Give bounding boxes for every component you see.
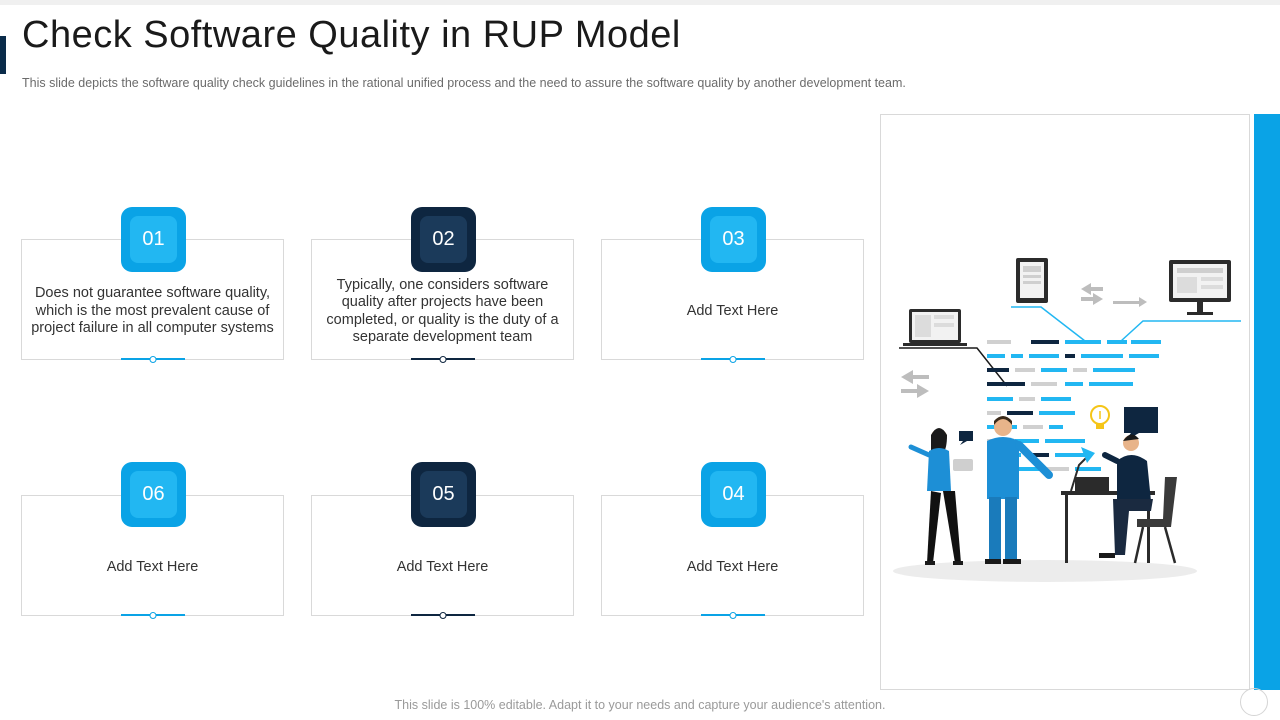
step-number-badge: 01 bbox=[121, 207, 186, 272]
tablet-icon bbox=[1016, 258, 1048, 303]
standing-woman bbox=[908, 428, 973, 565]
step-text: Does not guarantee software quality, whi… bbox=[31, 285, 274, 337]
team-illustration bbox=[893, 258, 1241, 582]
step-number: 03 bbox=[722, 228, 745, 250]
card-underline-dot bbox=[729, 356, 736, 363]
slide-subtitle: This slide depicts the software quality … bbox=[22, 76, 906, 90]
step-number-badge: 06 bbox=[121, 462, 186, 527]
seated-person bbox=[1099, 434, 1153, 558]
step-number: 04 bbox=[722, 483, 745, 505]
monitor-icon bbox=[1169, 260, 1231, 315]
slide-footer-note: This slide is 100% editable. Adapt it to… bbox=[394, 698, 886, 712]
standing-person bbox=[985, 416, 1053, 564]
slide-title: Check Software Quality in RUP Model bbox=[22, 14, 681, 56]
step-number-badge: 04 bbox=[701, 462, 766, 527]
title-accent-bar bbox=[0, 36, 6, 74]
step-text: Add Text Here bbox=[396, 558, 489, 575]
top-rule bbox=[0, 0, 1280, 5]
desk bbox=[1061, 447, 1155, 563]
step-number: 05 bbox=[432, 483, 455, 505]
lightbulb-icon bbox=[1090, 405, 1110, 429]
card-underline-dot bbox=[439, 612, 446, 619]
laptop-icon bbox=[903, 309, 967, 346]
arrows-icon bbox=[901, 283, 1147, 398]
corner-circle-icon bbox=[1240, 688, 1268, 716]
step-number: 06 bbox=[142, 483, 165, 505]
step-text: Add Text Here bbox=[686, 302, 779, 319]
card-underline-dot bbox=[149, 612, 156, 619]
step-number-badge: 05 bbox=[411, 462, 476, 527]
step-number-badge: 03 bbox=[701, 207, 766, 272]
step-text: Add Text Here bbox=[686, 558, 779, 575]
illustration-panel bbox=[880, 114, 1250, 690]
card-underline-dot bbox=[439, 356, 446, 363]
step-text: Add Text Here bbox=[106, 558, 199, 575]
step-text: Typically, one considers software qualit… bbox=[326, 276, 559, 346]
card-underline-dot bbox=[729, 612, 736, 619]
card-underline-dot bbox=[149, 356, 156, 363]
step-number: 02 bbox=[432, 228, 455, 250]
step-number: 01 bbox=[142, 228, 165, 250]
step-number-badge: 02 bbox=[411, 207, 476, 272]
right-accent-bar bbox=[1254, 114, 1280, 690]
chair bbox=[1133, 477, 1177, 564]
